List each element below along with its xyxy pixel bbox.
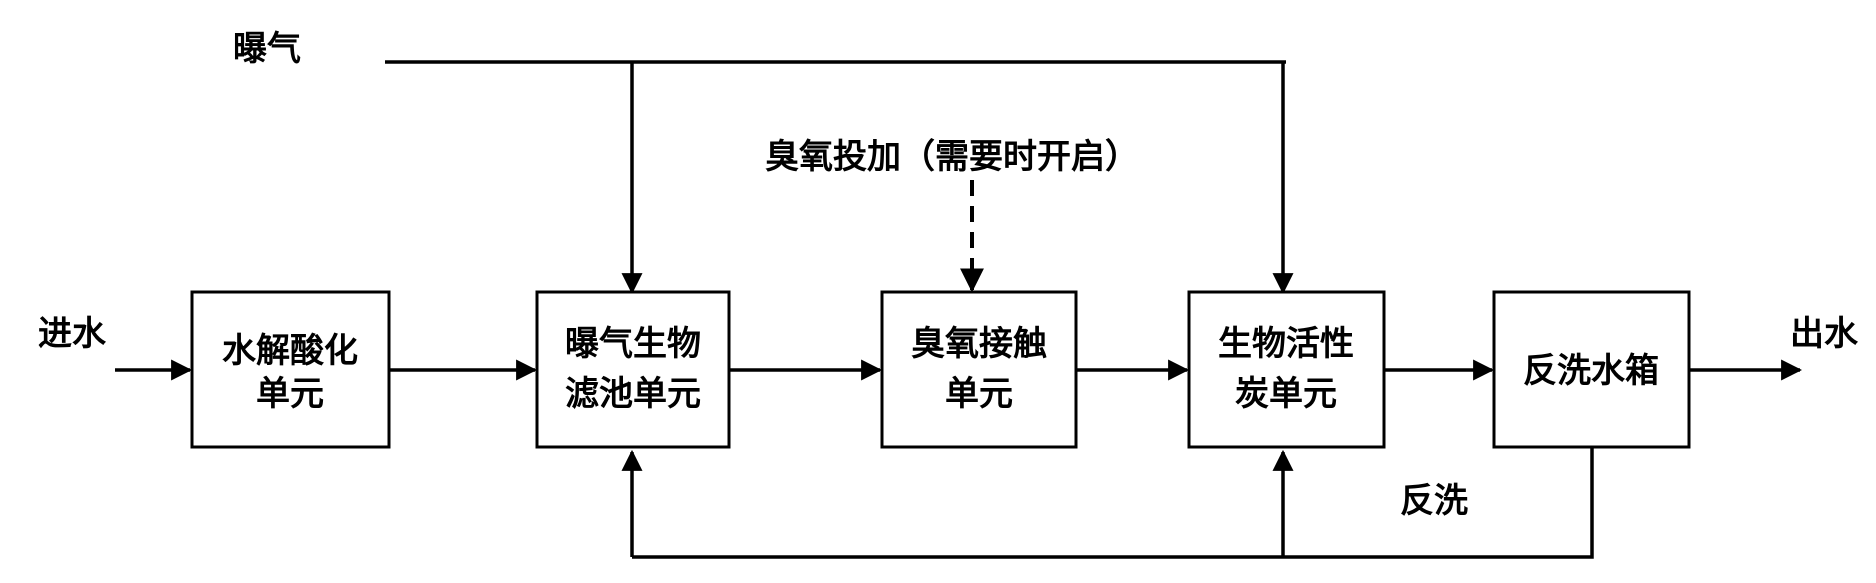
ozone-contact-line2: 单元 [945, 374, 1013, 414]
bac-unit-box [1187, 290, 1386, 449]
backwash-tank-line1: 反洗水箱 [1523, 351, 1659, 391]
baf-line2: 滤池单元 [565, 374, 701, 414]
backwash-tank-box [1492, 290, 1691, 449]
bac-line2: 炭单元 [1235, 374, 1337, 414]
ozone-contact-unit-box [880, 290, 1078, 449]
ozone-contact-line1: 臭氧接触 [911, 324, 1047, 364]
backwash-return-line [632, 448, 1594, 559]
inflow-label: 进水 [38, 314, 107, 354]
hydrolysis-line1: 水解酸化 [222, 331, 358, 371]
hydrolysis-line2: 单元 [256, 374, 324, 414]
hydrolysis-unit-box [190, 290, 391, 449]
backwash-label: 反洗 [1400, 481, 1468, 521]
ozone-dosing-label: 臭氧投加（需要时开启） [765, 137, 1139, 177]
bac-line1: 生物活性 [1218, 324, 1354, 364]
outflow-label: 出水 [1790, 314, 1859, 354]
baf-unit-box [535, 290, 731, 449]
baf-line1: 曝气生物 [565, 324, 701, 364]
aeration-label: 曝气 [233, 29, 301, 69]
